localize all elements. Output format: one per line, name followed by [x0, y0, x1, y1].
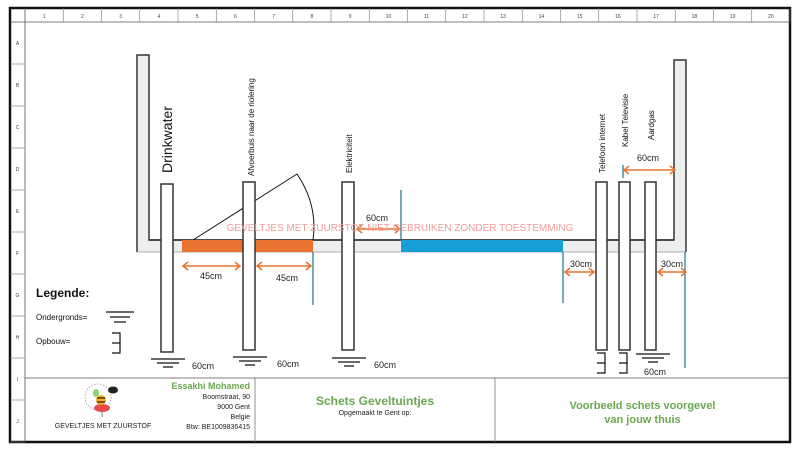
legend-surface: Opbouw= [36, 337, 71, 346]
pipe-telefoon [595, 181, 608, 351]
pipe-afvoer [242, 181, 256, 351]
ruler-column-label: 15 [577, 14, 583, 20]
logo-text: GEVELTJES MET ZUURSTOF [55, 423, 151, 430]
description-line-2: van jouw thuis [604, 414, 681, 426]
dim-30cm-left: 30cm [570, 259, 592, 269]
label-kabel: Kabel Televisie [621, 93, 630, 147]
depth-elektriciteit: 60cm [374, 360, 396, 370]
contact-vat: Btw: BE1009836415 [186, 424, 250, 431]
contact-city: 9000 Gent [217, 404, 250, 411]
depth-afvoer: 60cm [277, 359, 299, 369]
underground-symbols [106, 311, 670, 368]
pipe-drinkwater [160, 183, 174, 353]
ruler-column-label: 3 [119, 14, 122, 20]
description-line-1: Voorbeeld schets voorgevel [569, 400, 716, 412]
contact-name: Essakhi Mohamed [171, 381, 250, 391]
contact-street: Boomstraat, 90 [202, 394, 250, 401]
dim-30cm-right: 30cm [661, 259, 683, 269]
ruler-row-label: D [16, 167, 20, 173]
ruler-row-label: I [17, 377, 18, 383]
label-telefoon: Telefoon internet [598, 113, 607, 173]
ruler-column-label: 9 [349, 14, 352, 20]
ruler-column-label: 2 [81, 14, 84, 20]
ruler-column-label: 10 [386, 14, 392, 20]
ruler-column-label: 17 [653, 14, 659, 20]
label-aardgas: Aardgas [647, 110, 656, 140]
ruler-row-label: E [16, 209, 20, 215]
label-afvoer: Afvoerbuis naar de riolering [247, 78, 256, 176]
watermark: GEVELTJES MET ZUURSTOF NIET GEBRUIKEN ZO… [227, 223, 574, 234]
ruler-column-label: 19 [730, 14, 736, 20]
dimension-arrows [181, 165, 688, 277]
blue-zone [401, 240, 563, 252]
logo: GEVELTJES MET ZUURSTOF [55, 383, 151, 430]
legend-underground: Ondergronds= [36, 313, 88, 322]
ruler-row-label: A [16, 41, 20, 47]
sheet-subtitle: Opgemaakt te Gent op: [338, 410, 412, 417]
door-swing [192, 173, 315, 241]
sheet-title-block: Schets Geveltuintjes Opgemaakt te Gent o… [255, 378, 495, 442]
ruler-column-label: 4 [157, 14, 160, 20]
ruler-column-label: 8 [310, 14, 313, 20]
contact-block: Essakhi Mohamed Boomstraat, 90 9000 Gent… [150, 378, 250, 442]
label-drinkwater: Drinkwater [159, 106, 175, 173]
pipe-aardgas [644, 181, 657, 351]
ruler-column-label: 7 [272, 14, 275, 20]
pipe-kabel [618, 181, 631, 351]
ruler-column-label: 1 [43, 14, 46, 20]
dim-60cm-middle: 60cm [366, 213, 388, 223]
contact-country: Belgie [230, 414, 250, 421]
ruler-row-label: C [16, 125, 20, 131]
depth-drinkwater: 60cm [192, 361, 214, 371]
dim-45cm-left: 45cm [200, 271, 222, 281]
ruler-row-label: G [16, 293, 20, 299]
ruler-column-label: 12 [462, 14, 468, 20]
ruler-row-label: B [16, 83, 20, 89]
ruler-row-label: H [16, 335, 20, 341]
surface-symbols [112, 332, 628, 374]
ruler-column-label: 18 [692, 14, 698, 20]
sheet-title: Schets Geveltuintjes [315, 394, 435, 408]
ruler-column-label: 14 [539, 14, 545, 20]
ruler-column-label: 20 [768, 14, 774, 20]
dim-45cm-right: 45cm [276, 273, 298, 283]
ruler-column-label: 13 [500, 14, 506, 20]
sheet-border [8, 6, 792, 444]
ruler-row-label: F [16, 251, 19, 257]
pipe-elektriciteit [341, 181, 355, 351]
ruler-column-label: 6 [234, 14, 237, 20]
dim-60cm-top: 60cm [637, 153, 659, 163]
description-block: Voorbeeld schets voorgevel van jouw thui… [495, 378, 790, 442]
label-elektriciteit: Elektriciteit [345, 134, 354, 173]
ruler-column-label: 11 [424, 14, 429, 20]
legend-title: Legende: [36, 286, 89, 300]
ruler-column-label: 16 [615, 14, 621, 20]
depth-aardgas: 60cm [644, 367, 666, 377]
ruler-row-label: J [16, 419, 19, 425]
ruler-column-label: 5 [196, 14, 199, 20]
